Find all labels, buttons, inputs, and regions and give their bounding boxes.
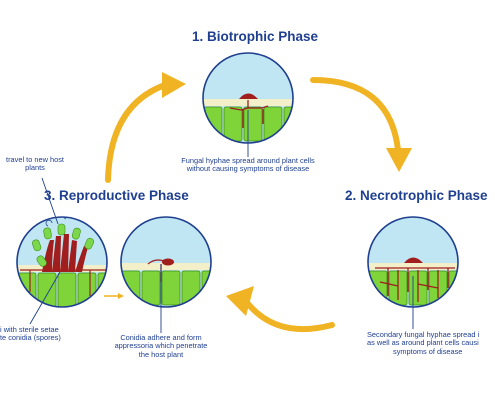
appressorium	[162, 258, 174, 266]
caption-conidiophores-line2: te conidia (spores)	[0, 333, 61, 343]
title-biotrophic-phase: 1. Biotrophic Phase	[192, 29, 319, 44]
caption-appressoria-line2: appressoria which penetrate	[114, 341, 208, 351]
caption-biotrophic-line1: Fungal hyphae spread around plant cells	[181, 156, 315, 165]
arrowhead-left	[226, 286, 254, 316]
fungal-spore-right	[404, 257, 423, 263]
panel-necrotrophic	[367, 216, 459, 329]
title-necrotrophic-phase: 2. Necrotrophic Phase	[345, 188, 488, 203]
caption-appressoria-line3: the host plant	[138, 349, 184, 359]
conidia-cluster	[32, 223, 95, 267]
fungal-spore-top	[239, 93, 258, 99]
caption-necrotrophic: Secondary fungal hyphae spread i as well…	[367, 330, 495, 356]
panel-biotrophic	[202, 52, 294, 157]
caption-conidiophores-line1: i with sterile setae	[0, 325, 59, 334]
arrowhead-down	[386, 148, 412, 172]
transfer-arrow	[104, 293, 124, 299]
arrow-biotrophic-to-necrotrophic	[310, 77, 401, 153]
caption-necrotrophic-line1: Secondary fungal hyphae spread i	[367, 330, 480, 339]
caption-spores-travel-line1: travel to new host	[6, 155, 64, 164]
panel-reproductive-appressoria	[120, 216, 212, 333]
cycle-arrowheads	[162, 72, 412, 316]
caption-necrotrophic-line3: symptoms of disease	[393, 346, 463, 356]
caption-biotrophic: Fungal hyphae spread around plant cells …	[168, 156, 328, 174]
leader-line-setae	[29, 271, 61, 325]
caption-necrotrophic-line2: as well as around plant cells causi	[367, 338, 479, 348]
caption-appressoria: Conidia adhere and form appressoria whic…	[106, 333, 216, 359]
caption-conidiophores: i with sterile setae te conidia (spores)	[0, 325, 80, 343]
arrow-necrotrophic-to-reproductive	[242, 297, 335, 333]
cycle-arrows	[105, 77, 401, 333]
caption-biotrophic-line2: without causing symptoms of disease	[186, 164, 310, 174]
caption-appressoria-line1: Conidia adhere and form	[120, 333, 202, 342]
caption-spores-travel: travel to new host plants	[0, 155, 70, 173]
arrow-reproductive-to-biotrophic	[105, 82, 168, 183]
caption-spores-travel-line2: plants	[25, 163, 45, 173]
arrowhead-right	[162, 72, 186, 98]
title-reproductive-phase: 3. Reproductive Phase	[44, 188, 189, 203]
leader-line-spores	[41, 177, 59, 225]
